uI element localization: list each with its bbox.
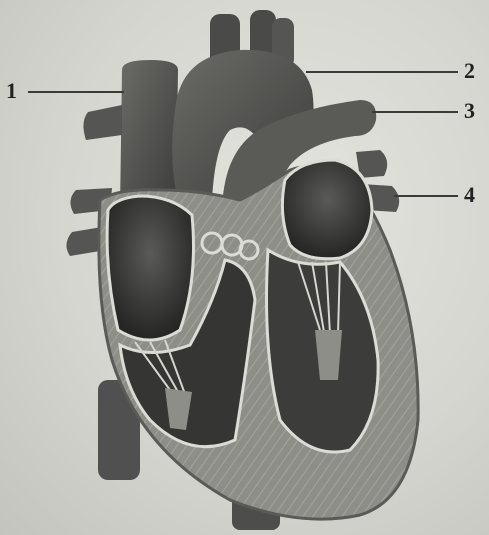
label-4: 4 <box>464 184 475 206</box>
right-atrium <box>107 196 193 340</box>
label-2: 2 <box>464 60 475 82</box>
left-atrium <box>282 160 372 259</box>
label-3: 3 <box>464 100 475 122</box>
superior-vena-cava <box>120 60 178 210</box>
pulmonary-vein-left-1 <box>83 105 122 140</box>
label-1: 1 <box>6 80 17 102</box>
